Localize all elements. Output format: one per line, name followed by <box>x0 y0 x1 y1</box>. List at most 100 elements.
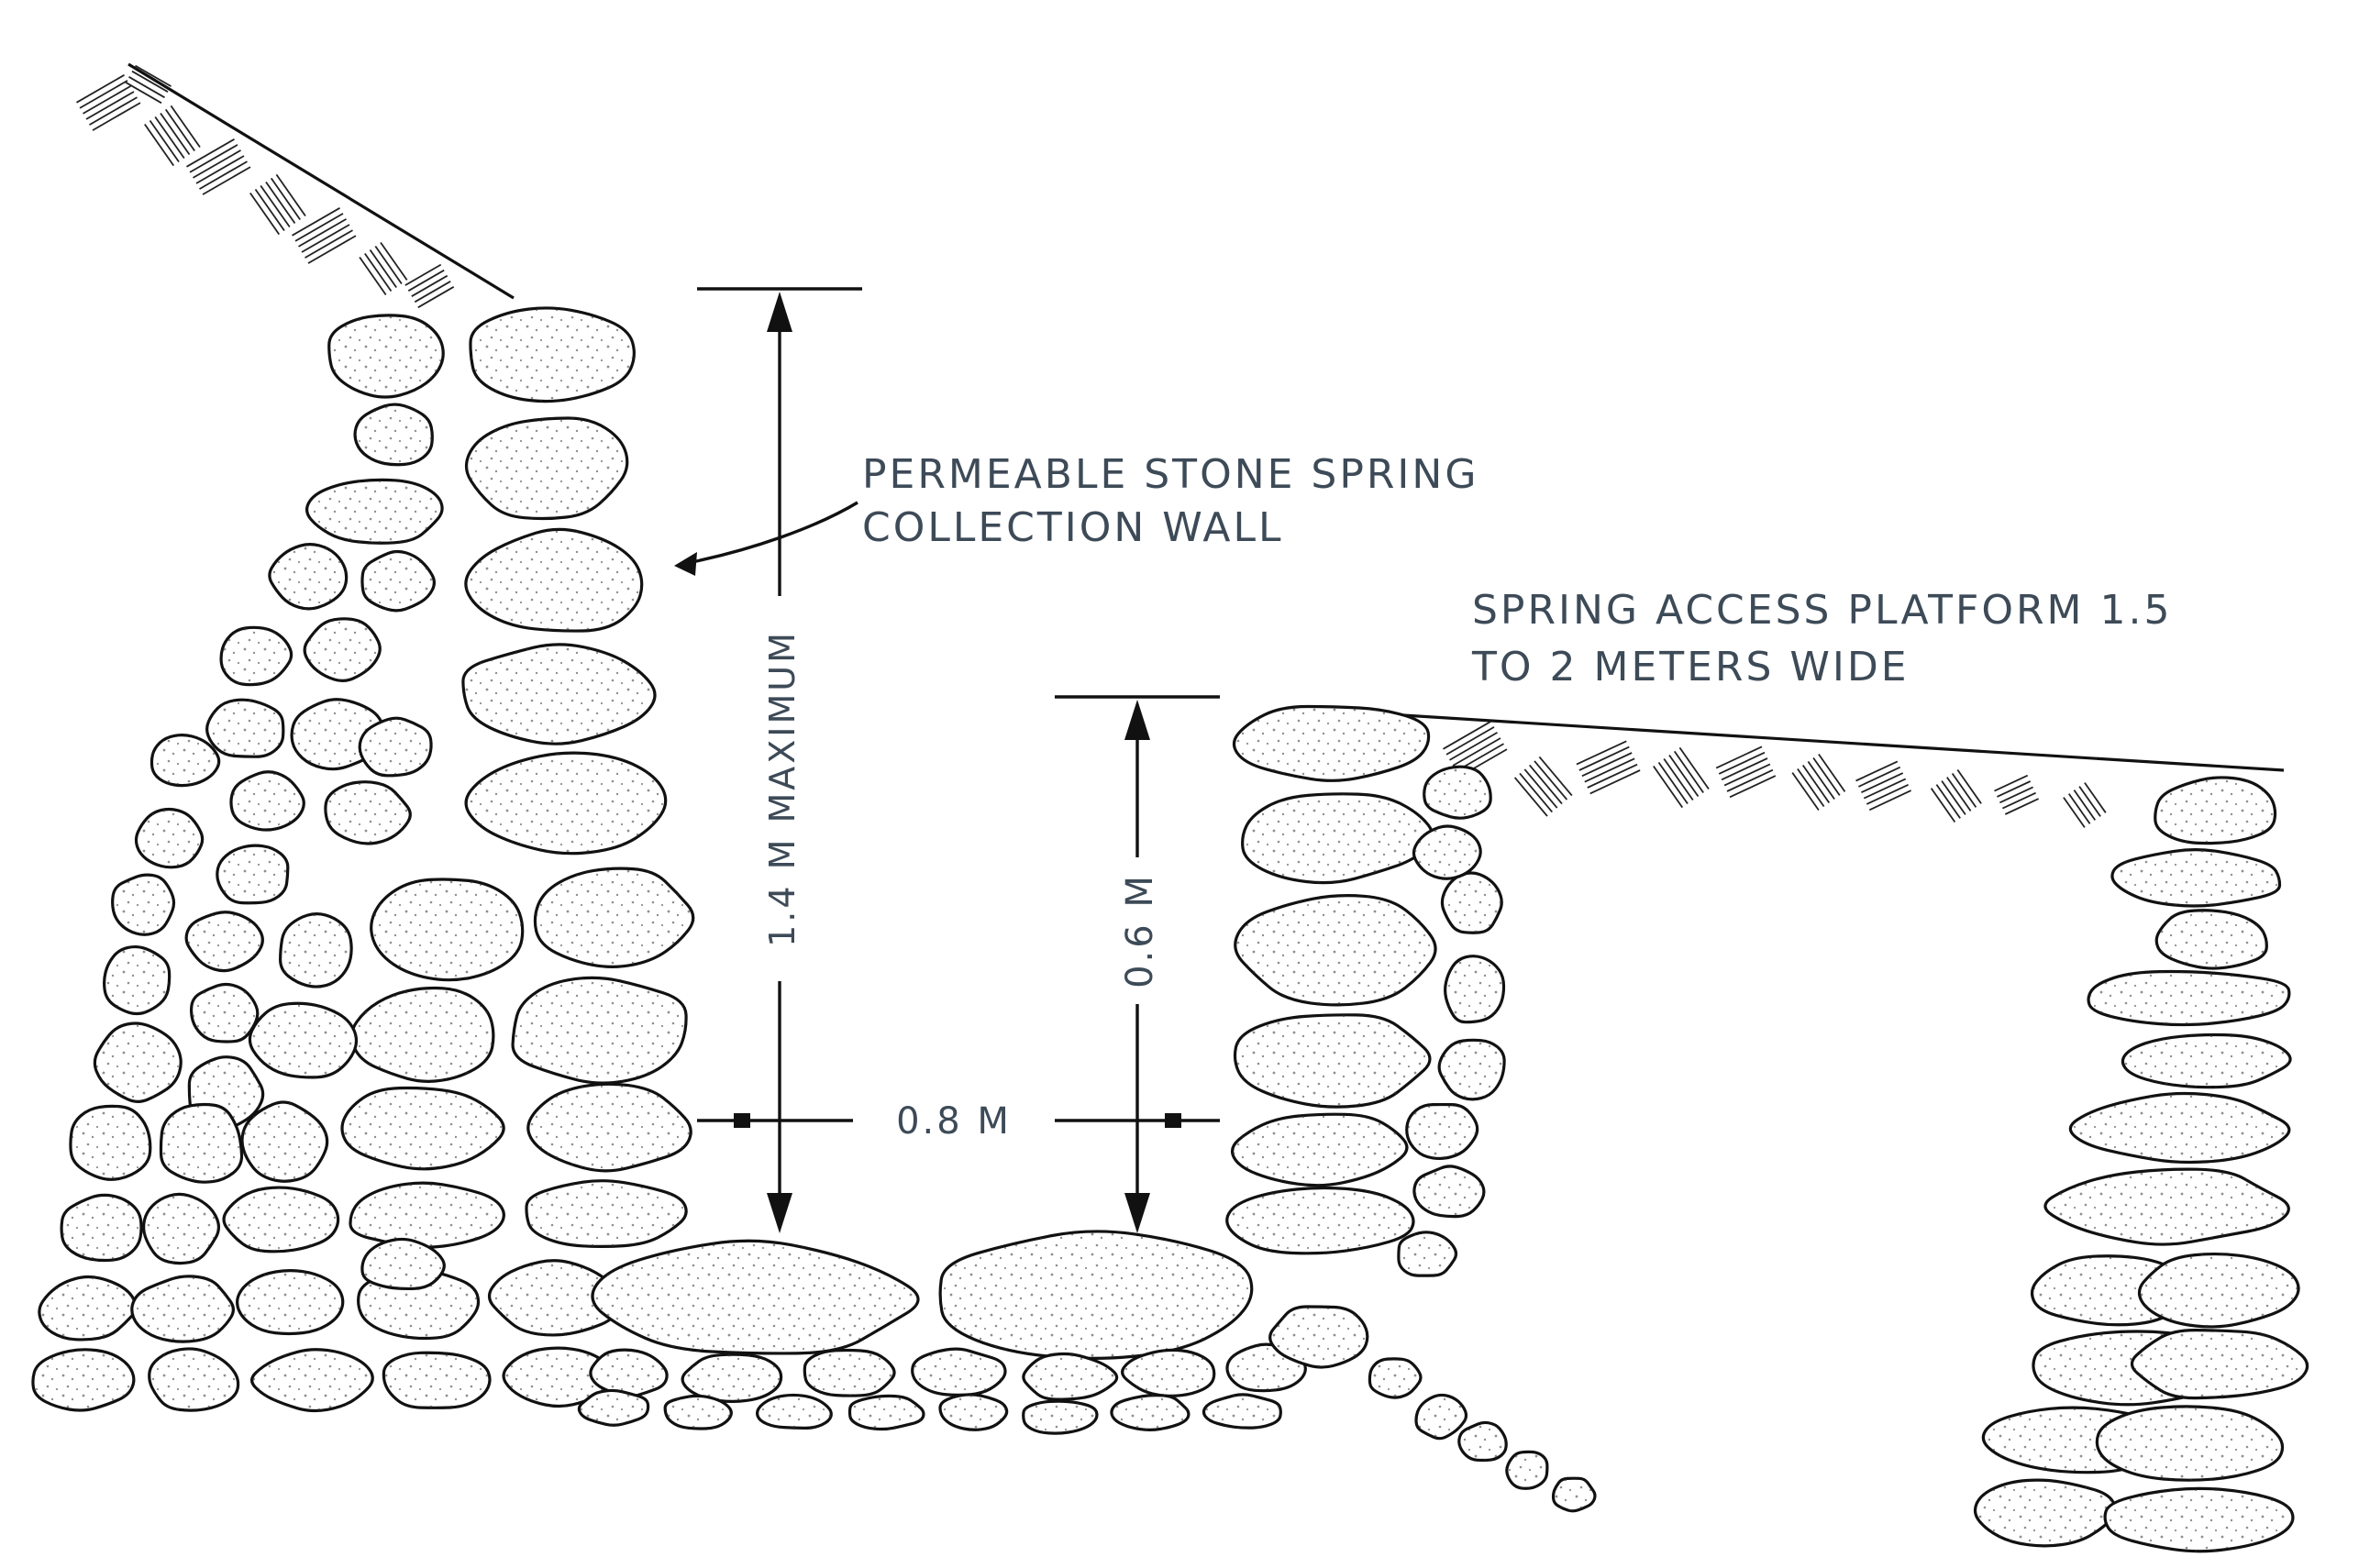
stone <box>1234 894 1437 1007</box>
stone <box>756 1393 833 1430</box>
stone <box>1412 824 1482 880</box>
stone <box>911 1347 1007 1397</box>
stone <box>2043 1167 2290 1246</box>
stone <box>1444 955 1506 1024</box>
stone <box>1268 1305 1369 1369</box>
dimension-width: 0.8 M <box>697 1100 1220 1143</box>
stone <box>847 1394 925 1431</box>
stone <box>2137 1253 2300 1329</box>
stone <box>681 1353 783 1403</box>
stone <box>1232 704 1431 782</box>
stone <box>340 1086 505 1171</box>
stone <box>2130 1328 2309 1400</box>
stone <box>134 807 205 869</box>
stone <box>2154 776 2277 845</box>
stone <box>327 314 445 399</box>
stone <box>803 1348 896 1397</box>
stone <box>1110 1394 1191 1431</box>
stone <box>938 1393 1009 1431</box>
stone <box>184 911 264 973</box>
stone <box>488 1259 623 1337</box>
stone <box>1225 1186 1415 1255</box>
stone <box>461 643 657 745</box>
stone <box>148 1347 240 1412</box>
stone <box>1202 1393 1282 1430</box>
dimension-height-max: 1.4 M MAXIMUM <box>697 287 862 1233</box>
stone <box>1230 1112 1409 1187</box>
stone <box>305 478 444 545</box>
stone <box>1368 1357 1423 1399</box>
stone <box>2068 1091 2291 1165</box>
stone <box>1405 1102 1479 1161</box>
stone <box>1551 1476 1597 1513</box>
stone <box>1397 1231 1458 1277</box>
stone <box>1973 1478 2117 1548</box>
stone <box>1457 1420 1508 1463</box>
platform-ground-line <box>1329 709 2285 772</box>
stone <box>250 1348 374 1413</box>
platform-hatching <box>1443 721 2107 828</box>
hillside-ground-line <box>127 62 515 300</box>
stone <box>464 751 668 856</box>
stone <box>2110 848 2282 908</box>
stone <box>533 867 695 968</box>
stone <box>358 716 433 778</box>
stone <box>464 416 629 521</box>
stone <box>370 878 525 982</box>
stone <box>511 976 688 1085</box>
stone <box>1412 1165 1486 1219</box>
stone <box>1233 1013 1432 1109</box>
stone <box>240 1100 329 1183</box>
platform-label-line1: SPRING ACCESS PLATFORM 1.5 <box>1472 587 2172 634</box>
stone <box>577 1388 650 1427</box>
stone <box>382 1351 492 1409</box>
stone <box>69 1104 152 1181</box>
dim-height-low-label: 0.6 M <box>1119 873 1161 988</box>
stone <box>1022 1399 1099 1435</box>
stone <box>2103 1486 2295 1553</box>
stone <box>353 403 434 467</box>
stone <box>236 1269 345 1336</box>
stone <box>1423 765 1492 820</box>
stone <box>1414 1393 1468 1441</box>
stone <box>219 625 293 687</box>
hillside-hatching <box>76 64 455 309</box>
stone <box>205 698 285 758</box>
stone <box>222 1186 340 1253</box>
stone <box>502 1346 613 1408</box>
stone <box>111 873 176 936</box>
collection-wall-leader <box>674 501 858 576</box>
stone <box>1241 792 1434 885</box>
stone <box>2095 1405 2285 1482</box>
stone <box>2087 969 2291 1027</box>
stone <box>229 770 305 832</box>
stone <box>216 844 290 905</box>
stone <box>60 1193 143 1263</box>
stone <box>2154 909 2268 970</box>
stone <box>1121 1348 1216 1397</box>
stone <box>93 1021 183 1103</box>
stone <box>279 912 353 988</box>
stone <box>526 1082 692 1173</box>
stone <box>938 1230 1254 1360</box>
stone <box>349 1181 505 1249</box>
dimension-height-low: 0.6 M <box>1055 695 1220 1233</box>
stone <box>2121 1032 2292 1089</box>
stone <box>1505 1450 1549 1490</box>
stone <box>360 1237 446 1291</box>
stone <box>324 780 412 845</box>
stone <box>159 1102 244 1184</box>
stone <box>1440 871 1503 934</box>
stone <box>525 1179 688 1248</box>
stone <box>1022 1352 1119 1401</box>
dim-height-max-label: 1.4 M MAXIMUM <box>762 630 803 947</box>
stone <box>142 1192 220 1265</box>
stone <box>103 944 172 1016</box>
stone <box>469 306 636 403</box>
stone-masonry <box>31 306 2309 1553</box>
stone <box>349 986 495 1083</box>
stone <box>31 1348 136 1412</box>
stone <box>360 549 436 613</box>
stone <box>248 1001 359 1079</box>
